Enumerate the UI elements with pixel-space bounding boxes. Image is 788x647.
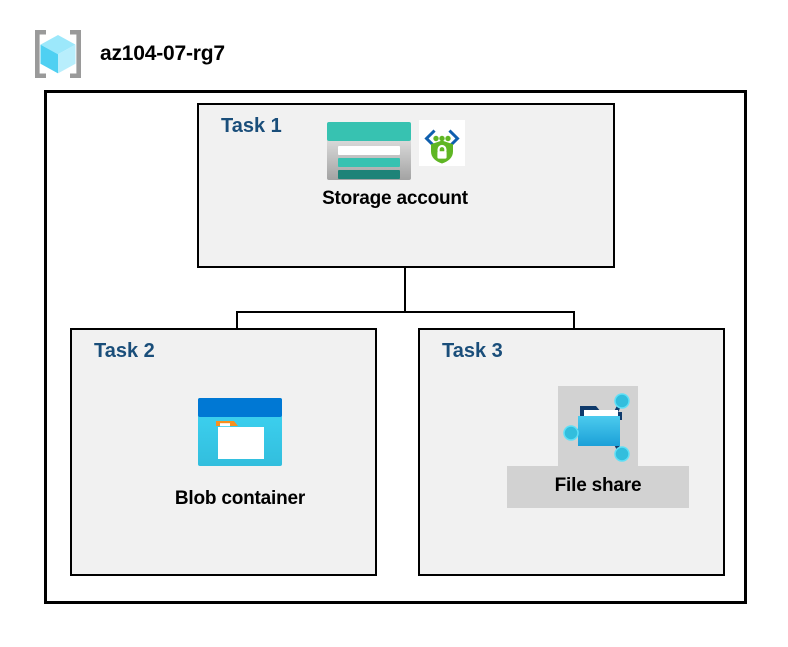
- resource-group-name: az104-07-rg7: [100, 42, 225, 65]
- blob-container-caption: Blob container: [174, 488, 306, 509]
- task-1-label: Task 1: [221, 115, 282, 137]
- storage-account-icon: [327, 122, 411, 180]
- resource-group-header: az104-07-rg7: [30, 26, 225, 82]
- file-share-node[interactable]: File share: [507, 386, 689, 508]
- resource-group-cube-icon: [35, 30, 81, 78]
- storage-account-icon-row: [325, 120, 465, 182]
- file-share-icon: [563, 393, 630, 462]
- task-3-label: Task 3: [442, 340, 503, 362]
- security-shield-lock-icon: [419, 120, 465, 166]
- connector-task1-trunk: [404, 268, 406, 313]
- storage-account-node[interactable]: Storage account: [290, 120, 500, 210]
- blob-container-icon: [198, 398, 282, 466]
- storage-account-caption: Storage account: [322, 188, 468, 209]
- blob-container-node[interactable]: Blob container: [150, 396, 330, 510]
- connector-horizontal-bus: [236, 311, 575, 313]
- file-share-caption: File share: [507, 466, 689, 508]
- file-share-icon-highlight: [558, 386, 638, 466]
- task-2-label: Task 2: [94, 340, 155, 362]
